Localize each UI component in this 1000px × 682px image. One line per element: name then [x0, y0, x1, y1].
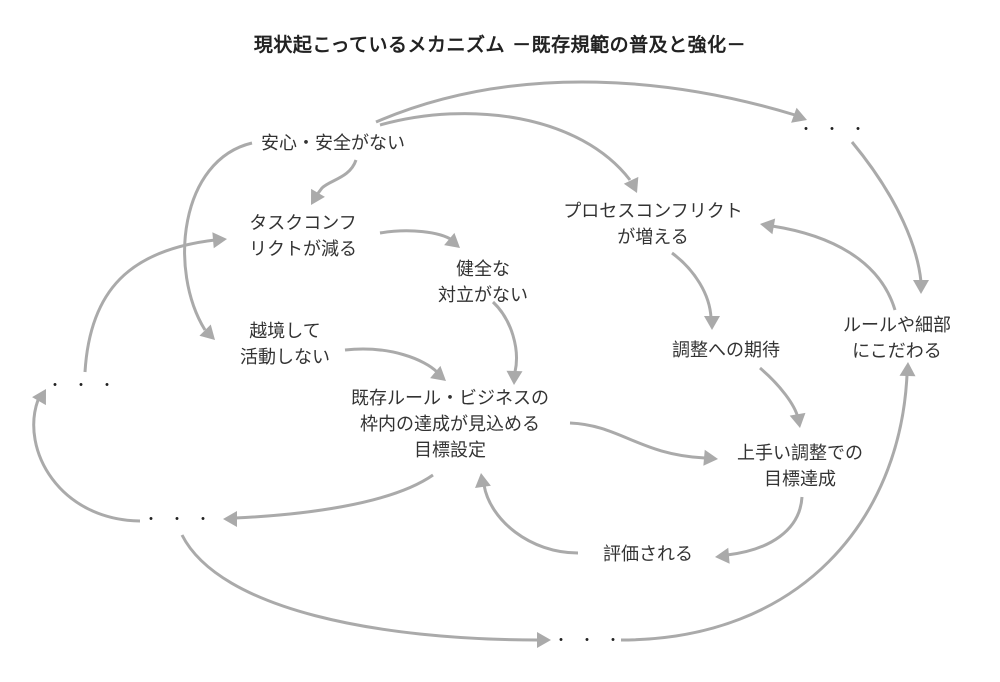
- edge-dots_bl-to-dots_bottom: [180, 534, 551, 648]
- node-text-line: 既存ルール・ビジネスの: [351, 388, 549, 409]
- diagram-title: 現状起こっているメカニズム －既存規範の普及と強化－: [253, 34, 747, 56]
- node-umai-chosei: 上手い調整での目標達成: [737, 441, 863, 493]
- edge-line: [569, 421, 706, 460]
- arrowhead-icon: [430, 365, 446, 381]
- arrowhead-icon: [444, 232, 460, 248]
- node-task-conflict: タスクコンフリクトが減る: [249, 211, 357, 263]
- arrowhead-icon: [789, 412, 806, 428]
- arrowhead-icon: [475, 473, 491, 488]
- arrowhead-icon: [199, 324, 215, 340]
- node-text-line: リクトが減る: [249, 239, 357, 260]
- arrowhead-icon: [506, 370, 523, 385]
- edge-dots_left-to-task: [83, 232, 227, 373]
- node-text-line: が増える: [617, 227, 689, 248]
- node-text-line: タスクコンフ: [249, 213, 357, 234]
- arrowhead-icon: [212, 232, 227, 249]
- node-rule: ルールや細部にこだわる: [843, 313, 951, 365]
- node-text-line: 健全な: [456, 259, 510, 280]
- node-text-line: ・・・: [48, 378, 126, 394]
- arrowhead-icon: [899, 362, 916, 377]
- node-anshin: 安心・安全がない: [261, 131, 405, 157]
- node-ekkyo: 越境して活動しない: [240, 319, 330, 371]
- node-text-line: 対立がない: [438, 285, 528, 306]
- edge-line: [375, 80, 796, 124]
- edge-anshin-to-task: [311, 159, 358, 205]
- arrowhead-icon: [704, 316, 720, 330]
- edge-line: [180, 534, 539, 642]
- arrowhead-icon: [311, 188, 325, 205]
- arrowhead-icon: [223, 511, 237, 527]
- node-text-line: 目標設定: [414, 440, 486, 461]
- edge-line: [314, 159, 358, 197]
- node-chosei: 調整への期待: [672, 338, 780, 364]
- edge-line: [726, 496, 804, 557]
- edge-line: [759, 366, 800, 419]
- node-process-conflict: プロセスコンフリクトが増える: [563, 199, 742, 251]
- edge-anshin-to-dots_top: [375, 80, 807, 124]
- edge-dots_top-to-rule: [850, 141, 929, 294]
- edge-line: [344, 347, 439, 374]
- node-text-line: ・・・: [144, 512, 222, 528]
- arrowhead-icon: [913, 280, 929, 294]
- edge-dots_bl-to-dots_left: [32, 389, 141, 523]
- arrowhead-icon: [623, 176, 639, 193]
- edge-line: [850, 141, 923, 283]
- node-dots-bottom: ・・・: [554, 630, 632, 650]
- edge-line: [83, 238, 216, 373]
- node-text-line: ・・・: [554, 633, 632, 649]
- node-text-line: 枠内の達成が見込める: [360, 414, 540, 435]
- edge-line: [671, 251, 713, 319]
- edge-process-to-chosei: [671, 251, 720, 330]
- edge-kizon-to-umai: [569, 421, 718, 466]
- node-kizon-mokuhyo: 既存ルール・ビジネスの枠内の達成が見込める目標設定: [351, 386, 549, 464]
- edge-task-to-kenzen: [379, 229, 460, 248]
- node-text-line: 越境して: [249, 321, 321, 342]
- node-text-line: プロセスコンフリクト: [563, 201, 743, 222]
- edge-line: [32, 399, 141, 523]
- arrowhead-icon: [537, 632, 551, 648]
- edge-line: [482, 484, 579, 555]
- edge-anshin-to-ekkyo: [183, 141, 253, 340]
- edge-line: [379, 112, 632, 181]
- edge-ekkyo-to-kizon: [344, 347, 446, 381]
- edge-anshin-to-process: [379, 112, 639, 193]
- edge-line: [491, 300, 518, 373]
- node-text-line: 活動しない: [240, 347, 330, 368]
- edge-line: [379, 229, 453, 242]
- edge-line: [620, 374, 909, 642]
- node-kenzen: 健全な対立がない: [438, 257, 528, 309]
- node-hyoka: 評価される: [603, 542, 693, 568]
- node-text-line: ルールや細部: [843, 315, 951, 336]
- edge-kizon-to-dots_bl: [223, 473, 434, 527]
- node-dots-top: ・・・: [799, 119, 877, 139]
- node-text-line: 評価される: [603, 544, 693, 565]
- node-dots-left: ・・・: [48, 375, 126, 395]
- edge-rule-to-process: [760, 218, 897, 311]
- edge-kenzen-to-kizon: [491, 300, 523, 385]
- arrowhead-icon: [703, 449, 718, 466]
- edge-dots_bottom-to-rule: [620, 362, 916, 642]
- node-text-line: ・・・: [799, 122, 877, 138]
- edge-line: [771, 224, 897, 311]
- arrowhead-icon: [791, 107, 807, 123]
- node-text-line: 目標達成: [764, 469, 836, 490]
- edge-line: [183, 141, 253, 331]
- node-dots-bottom-left: ・・・: [144, 509, 222, 529]
- arrowhead-icon: [715, 547, 730, 564]
- edge-hyoka-to-kizon: [475, 473, 579, 555]
- arrowhead-icon: [760, 218, 776, 235]
- edge-umai-to-hyoka: [715, 496, 804, 564]
- edge-line: [234, 473, 434, 520]
- arrowhead-icon: [32, 389, 46, 406]
- node-text-line: 調整への期待: [672, 340, 780, 361]
- node-text-line: にこだわる: [852, 341, 942, 362]
- node-text-line: 上手い調整での: [737, 443, 863, 464]
- edge-chosei-to-umai: [759, 366, 806, 428]
- node-text-line: 安心・安全がない: [261, 133, 405, 154]
